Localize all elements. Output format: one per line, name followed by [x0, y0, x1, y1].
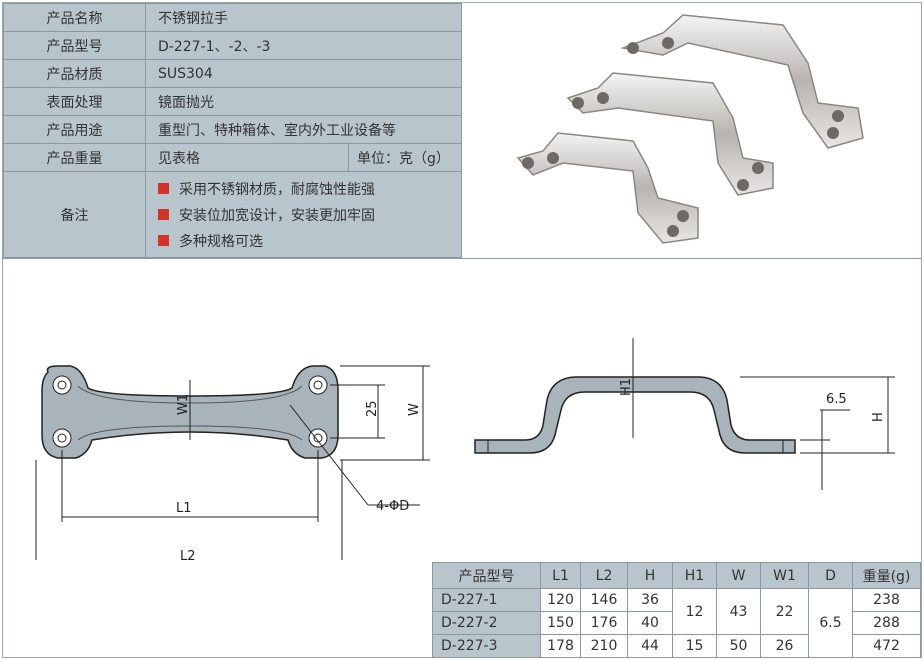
- technical-drawing: W1 L1 L2 25 W 4-ΦD H1 6.5 H: [35, 338, 895, 560]
- weight-unit: 单位：克（g）: [348, 143, 462, 172]
- spec-value: SUS304: [145, 59, 462, 88]
- cell: 22: [760, 588, 809, 635]
- spec-value: 镜面抛光: [145, 87, 462, 116]
- bullet-icon: [158, 183, 169, 194]
- dim-l2: L2: [180, 549, 196, 560]
- cell-model: D-227-1: [432, 588, 541, 612]
- spec-value: D-227-1、-2、-3: [145, 31, 462, 60]
- note-text: 安装位加宽设计，安装更加牢固: [179, 207, 375, 224]
- cell: 43: [716, 588, 761, 635]
- col-header: H1: [672, 562, 717, 589]
- cell: 15: [672, 634, 717, 658]
- spec-label: 产品型号: [3, 31, 146, 60]
- dim-h: H: [871, 412, 886, 422]
- cell: 238: [852, 588, 921, 612]
- dim-w1: W1: [176, 394, 191, 415]
- spec-row: 产品名称不锈钢拉手: [3, 3, 462, 32]
- note-item: 采用不锈钢材质，耐腐蚀性能强: [158, 176, 461, 202]
- spec-row: 表面处理镜面抛光: [3, 87, 462, 116]
- cell: 288: [852, 611, 921, 635]
- cell: 146: [580, 588, 628, 612]
- table-row: D-227-2 150 176 40 288: [432, 611, 921, 635]
- bullet-icon: [158, 209, 169, 220]
- product-photo: [463, 3, 921, 258]
- cell: 178: [540, 634, 581, 658]
- table-row: D-227-1 120 146 36 12 43 22 6.5 238: [432, 588, 921, 658]
- cell: 150: [540, 611, 581, 635]
- note-item: 安装位加宽设计，安装更加牢固: [158, 202, 461, 228]
- spec-label: 产品名称: [3, 3, 146, 32]
- col-header: D: [808, 562, 853, 589]
- note-text: 采用不锈钢材质，耐腐蚀性能强: [179, 181, 375, 198]
- note-item: 多种规格可选: [158, 228, 461, 254]
- spec-value: 不锈钢拉手: [145, 3, 462, 32]
- spec-row: 备注 采用不锈钢材质，耐腐蚀性能强 安装位加宽设计，安装更加牢固 多种规格可选: [3, 171, 462, 258]
- col-header: 重量(g): [852, 562, 921, 589]
- spec-label: 产品重量: [3, 143, 146, 172]
- col-header: L1: [540, 562, 581, 589]
- cell: 176: [580, 611, 628, 635]
- cell-model: D-227-2: [432, 611, 541, 635]
- dim-h1: H1: [619, 378, 634, 396]
- note-text: 多种规格可选: [179, 233, 263, 250]
- dim-thickness: 6.5: [826, 392, 847, 407]
- dim-hole: 4-ΦD: [376, 499, 409, 514]
- cell: 36: [627, 588, 673, 612]
- cell: 6.5: [808, 588, 853, 658]
- dim-w: W: [407, 403, 422, 416]
- divider: [3, 258, 921, 259]
- col-header: W: [716, 562, 761, 589]
- spec-label: 表面处理: [3, 87, 146, 116]
- notes-list: 采用不锈钢材质，耐腐蚀性能强 安装位加宽设计，安装更加牢固 多种规格可选: [145, 171, 462, 258]
- spec-label: 备注: [3, 171, 146, 258]
- spec-label: 产品材质: [3, 59, 146, 88]
- spec-row: 产品用途重型门、特种箱体、室内外工业设备等: [3, 115, 462, 144]
- cell-model: D-227-3: [432, 634, 541, 658]
- side-view-outline: [474, 376, 796, 454]
- dimension-table: 产品型号 L1 L2 H H1 W W1 D 重量(g) D-227-1 120…: [432, 562, 921, 658]
- cell: 210: [580, 634, 628, 658]
- table-header: 产品型号 L1 L2 H H1 W W1 D 重量(g): [432, 562, 921, 589]
- cell: 50: [716, 634, 761, 658]
- cell: 120: [540, 588, 581, 612]
- spec-value: 重型门、特种箱体、室内外工业设备等: [145, 115, 462, 144]
- col-header: 产品型号: [432, 562, 541, 589]
- col-header: H: [627, 562, 673, 589]
- spec-value: 见表格: [145, 143, 349, 172]
- col-header: W1: [760, 562, 809, 589]
- col-header: L2: [580, 562, 628, 589]
- dim-l1: L1: [176, 501, 192, 516]
- cell: 12: [672, 588, 717, 635]
- spec-label: 产品用途: [3, 115, 146, 144]
- cell: 40: [627, 611, 673, 635]
- bullet-icon: [158, 235, 169, 246]
- spec-row: 产品重量见表格单位：克（g）: [3, 143, 462, 172]
- dim-25: 25: [365, 400, 380, 417]
- cell: 472: [852, 634, 921, 658]
- handles-image: [516, 14, 864, 244]
- cell: 26: [760, 634, 809, 658]
- table-row: D-227-3 178 210 44 15 50 26 472: [432, 634, 921, 658]
- cell: 44: [627, 634, 673, 658]
